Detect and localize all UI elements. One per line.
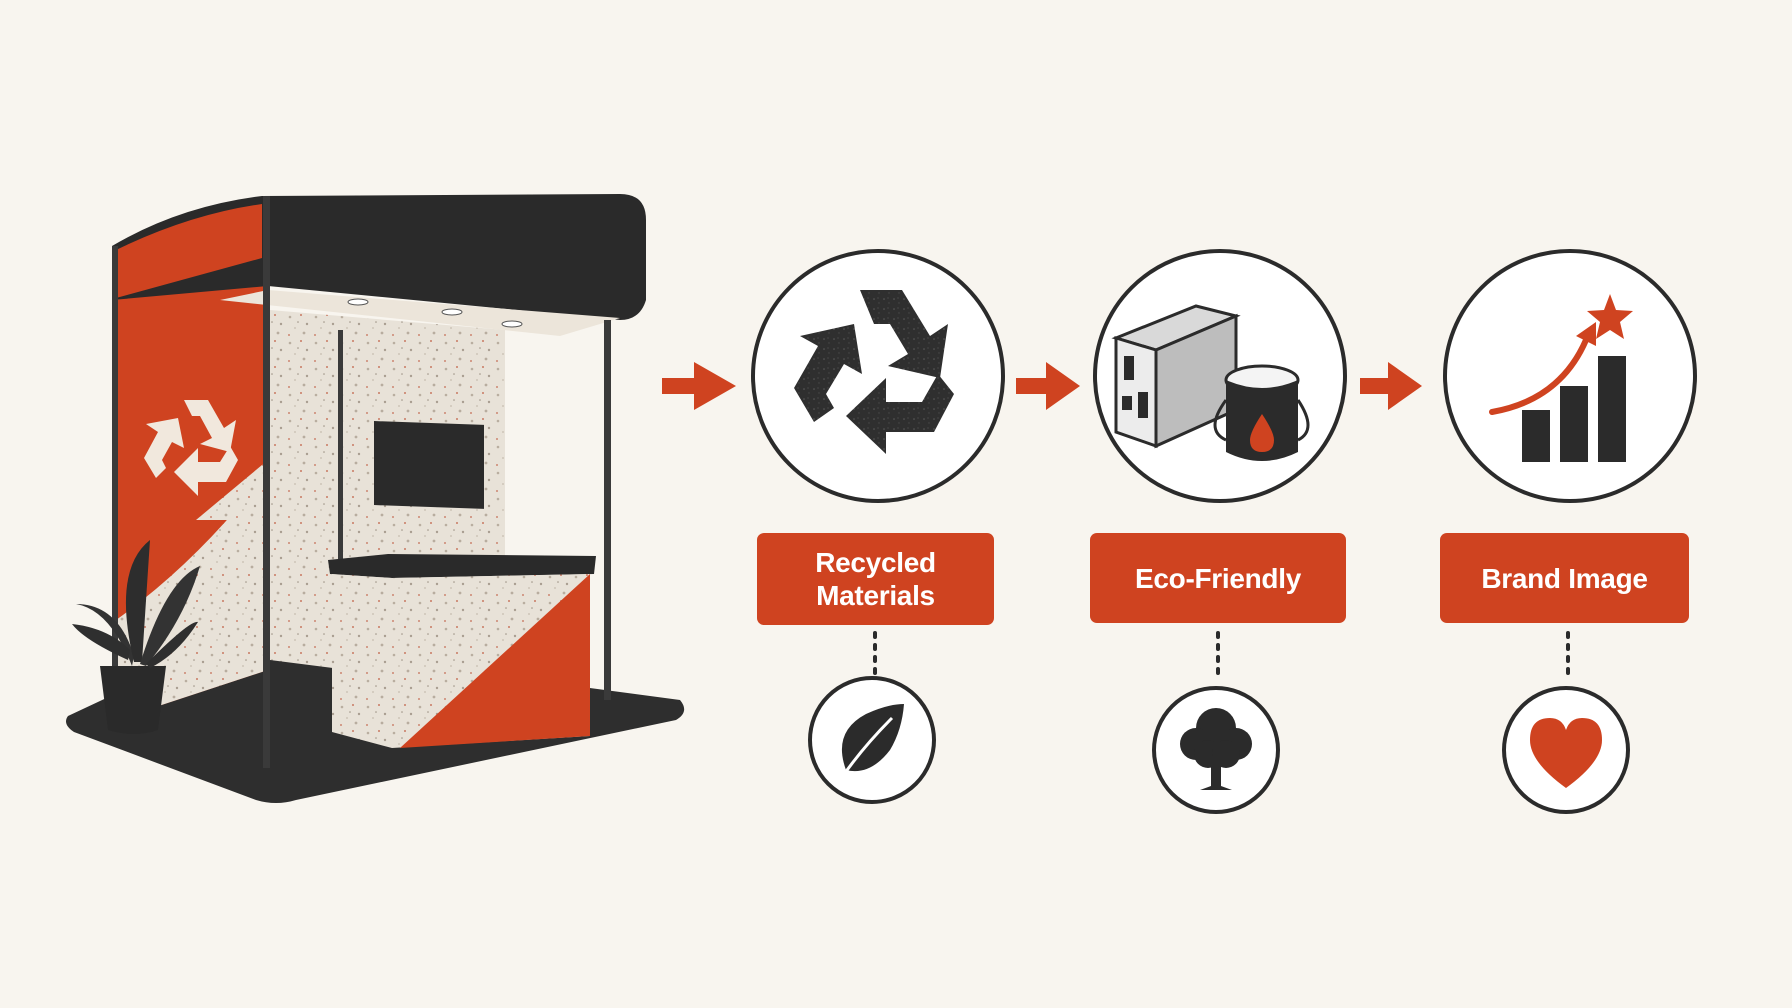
chart-bar bbox=[1522, 410, 1550, 462]
chart-bar bbox=[1560, 386, 1588, 462]
step-eco-friendly bbox=[1093, 249, 1347, 814]
label-eco-friendly: Eco-Friendly bbox=[1090, 533, 1346, 623]
flow-arrow bbox=[1016, 362, 1080, 410]
booth-tv-screen bbox=[374, 421, 484, 509]
main-icon-circle bbox=[1443, 249, 1697, 503]
potted-plant bbox=[72, 540, 200, 734]
label-line: Recycled bbox=[815, 547, 936, 578]
heart-icon bbox=[1530, 718, 1602, 788]
booth-pole bbox=[112, 246, 118, 716]
chart-bar bbox=[1598, 356, 1626, 462]
label-brand-image: Brand Image bbox=[1440, 533, 1689, 623]
main-icon-circle bbox=[751, 249, 1005, 503]
booth-recycle-icon bbox=[144, 400, 238, 496]
label-line: Brand Image bbox=[1481, 562, 1648, 594]
exhibition-booth-illustration bbox=[66, 194, 685, 803]
tree-icon bbox=[1180, 708, 1252, 790]
step-brand-image bbox=[1443, 249, 1697, 814]
growth-chart-star-icon bbox=[1489, 294, 1633, 462]
label-recycled-materials: Recycled Materials bbox=[757, 533, 994, 625]
leaf-icon bbox=[838, 704, 904, 781]
label-line: Eco-Friendly bbox=[1135, 562, 1301, 594]
booth-counter-side bbox=[332, 574, 392, 748]
aluminum-profile-and-paint-can-icon bbox=[1111, 304, 1310, 461]
booth-pole bbox=[263, 196, 270, 768]
flow-arrow bbox=[1360, 362, 1422, 410]
flow-arrow bbox=[662, 362, 736, 410]
booth-counter-top bbox=[328, 554, 596, 578]
star-icon bbox=[1587, 294, 1633, 339]
label-line: Materials bbox=[816, 580, 935, 611]
booth-canopy-orange bbox=[116, 204, 262, 298]
booth-pole bbox=[604, 320, 611, 700]
paint-drop-icon bbox=[1250, 414, 1274, 452]
recycle-icon bbox=[794, 290, 954, 454]
step-recycled-materials bbox=[751, 249, 1005, 804]
